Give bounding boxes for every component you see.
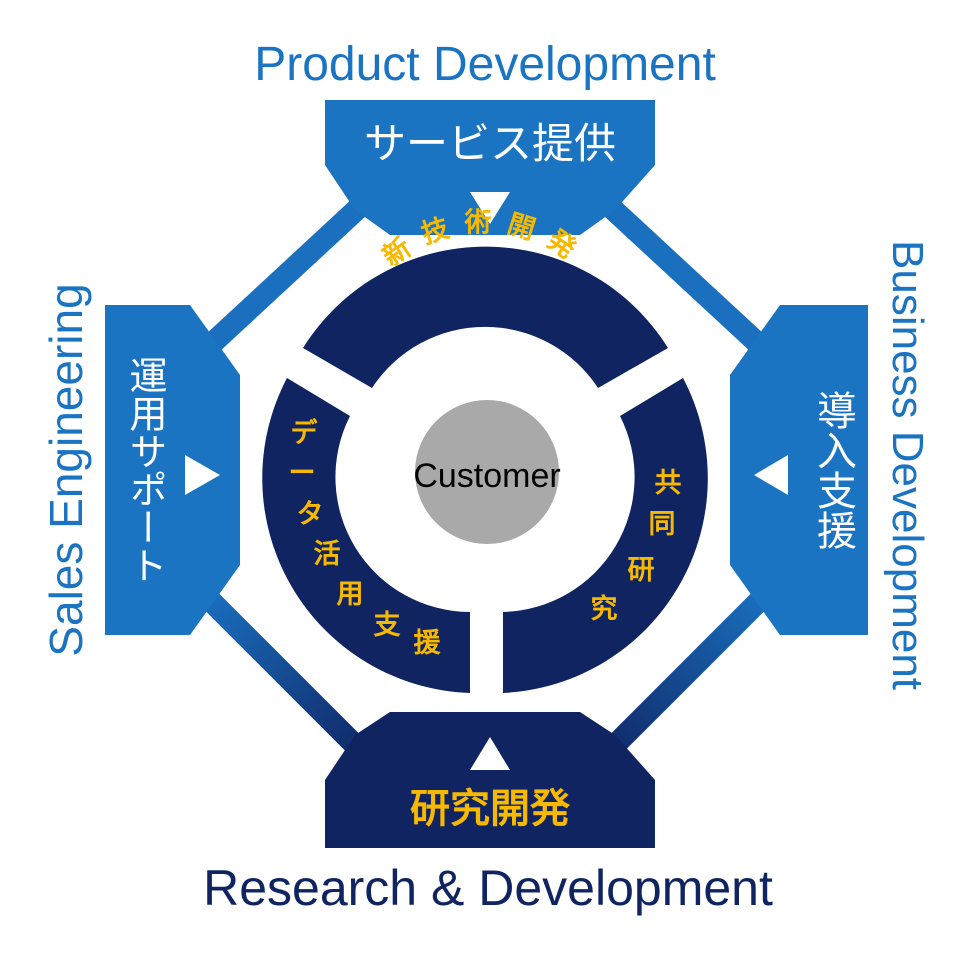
ring-left-char-1: デ bbox=[291, 417, 319, 449]
ring-left-char-6: 支 bbox=[374, 610, 401, 641]
ring-segment-top bbox=[303, 246, 668, 388]
ring-left-char-7: 援 bbox=[414, 628, 442, 659]
outer-label-left: Sales Engineering bbox=[40, 283, 92, 656]
box-top: サービス提供 bbox=[325, 100, 655, 235]
octagon-frame bbox=[197, 179, 773, 773]
outer-label-top: Product Development bbox=[254, 38, 716, 91]
ring-right-char-4: 究 bbox=[591, 593, 618, 625]
box-top-label: サービス提供 bbox=[364, 119, 616, 168]
box-right: 導入支援 bbox=[730, 305, 868, 635]
customer-circle bbox=[415, 400, 559, 544]
ring-left-char-3: タ bbox=[297, 499, 324, 530]
arrow-down-icon bbox=[470, 192, 510, 224]
box-bottom-label: 研究開発 bbox=[410, 786, 571, 832]
ring-left-char-5: 用 bbox=[337, 579, 364, 610]
ring-right-char-3: 研 bbox=[628, 555, 655, 586]
ring-segment-right bbox=[503, 378, 708, 693]
box-left: 運用サポート bbox=[105, 305, 240, 635]
ring-right-char-2: 同 bbox=[649, 509, 676, 540]
arrow-up-icon bbox=[470, 737, 510, 770]
box-right-label: 導入支援 bbox=[810, 390, 856, 550]
ring-right-char-1: 共 bbox=[655, 468, 682, 499]
outer-label-bottom: Research & Development bbox=[203, 860, 773, 916]
ring bbox=[262, 246, 708, 693]
ring-left-text: デ ー タ 活 用 支 援 bbox=[289, 417, 442, 659]
ring-left-char-4: 活 bbox=[314, 539, 341, 570]
outer-label-right: Business Development bbox=[883, 240, 932, 690]
box-bottom: 研究開発 bbox=[325, 712, 655, 848]
ring-left-char-2: ー bbox=[289, 458, 316, 489]
customer-label: Customer bbox=[413, 457, 560, 495]
ring-segment-left bbox=[262, 378, 470, 693]
ring-right-text: 共 同 研 究 bbox=[591, 468, 682, 625]
arrow-left-icon bbox=[754, 455, 788, 495]
box-left-label: 運用サポート bbox=[123, 356, 167, 584]
arrow-right-icon bbox=[185, 455, 220, 495]
